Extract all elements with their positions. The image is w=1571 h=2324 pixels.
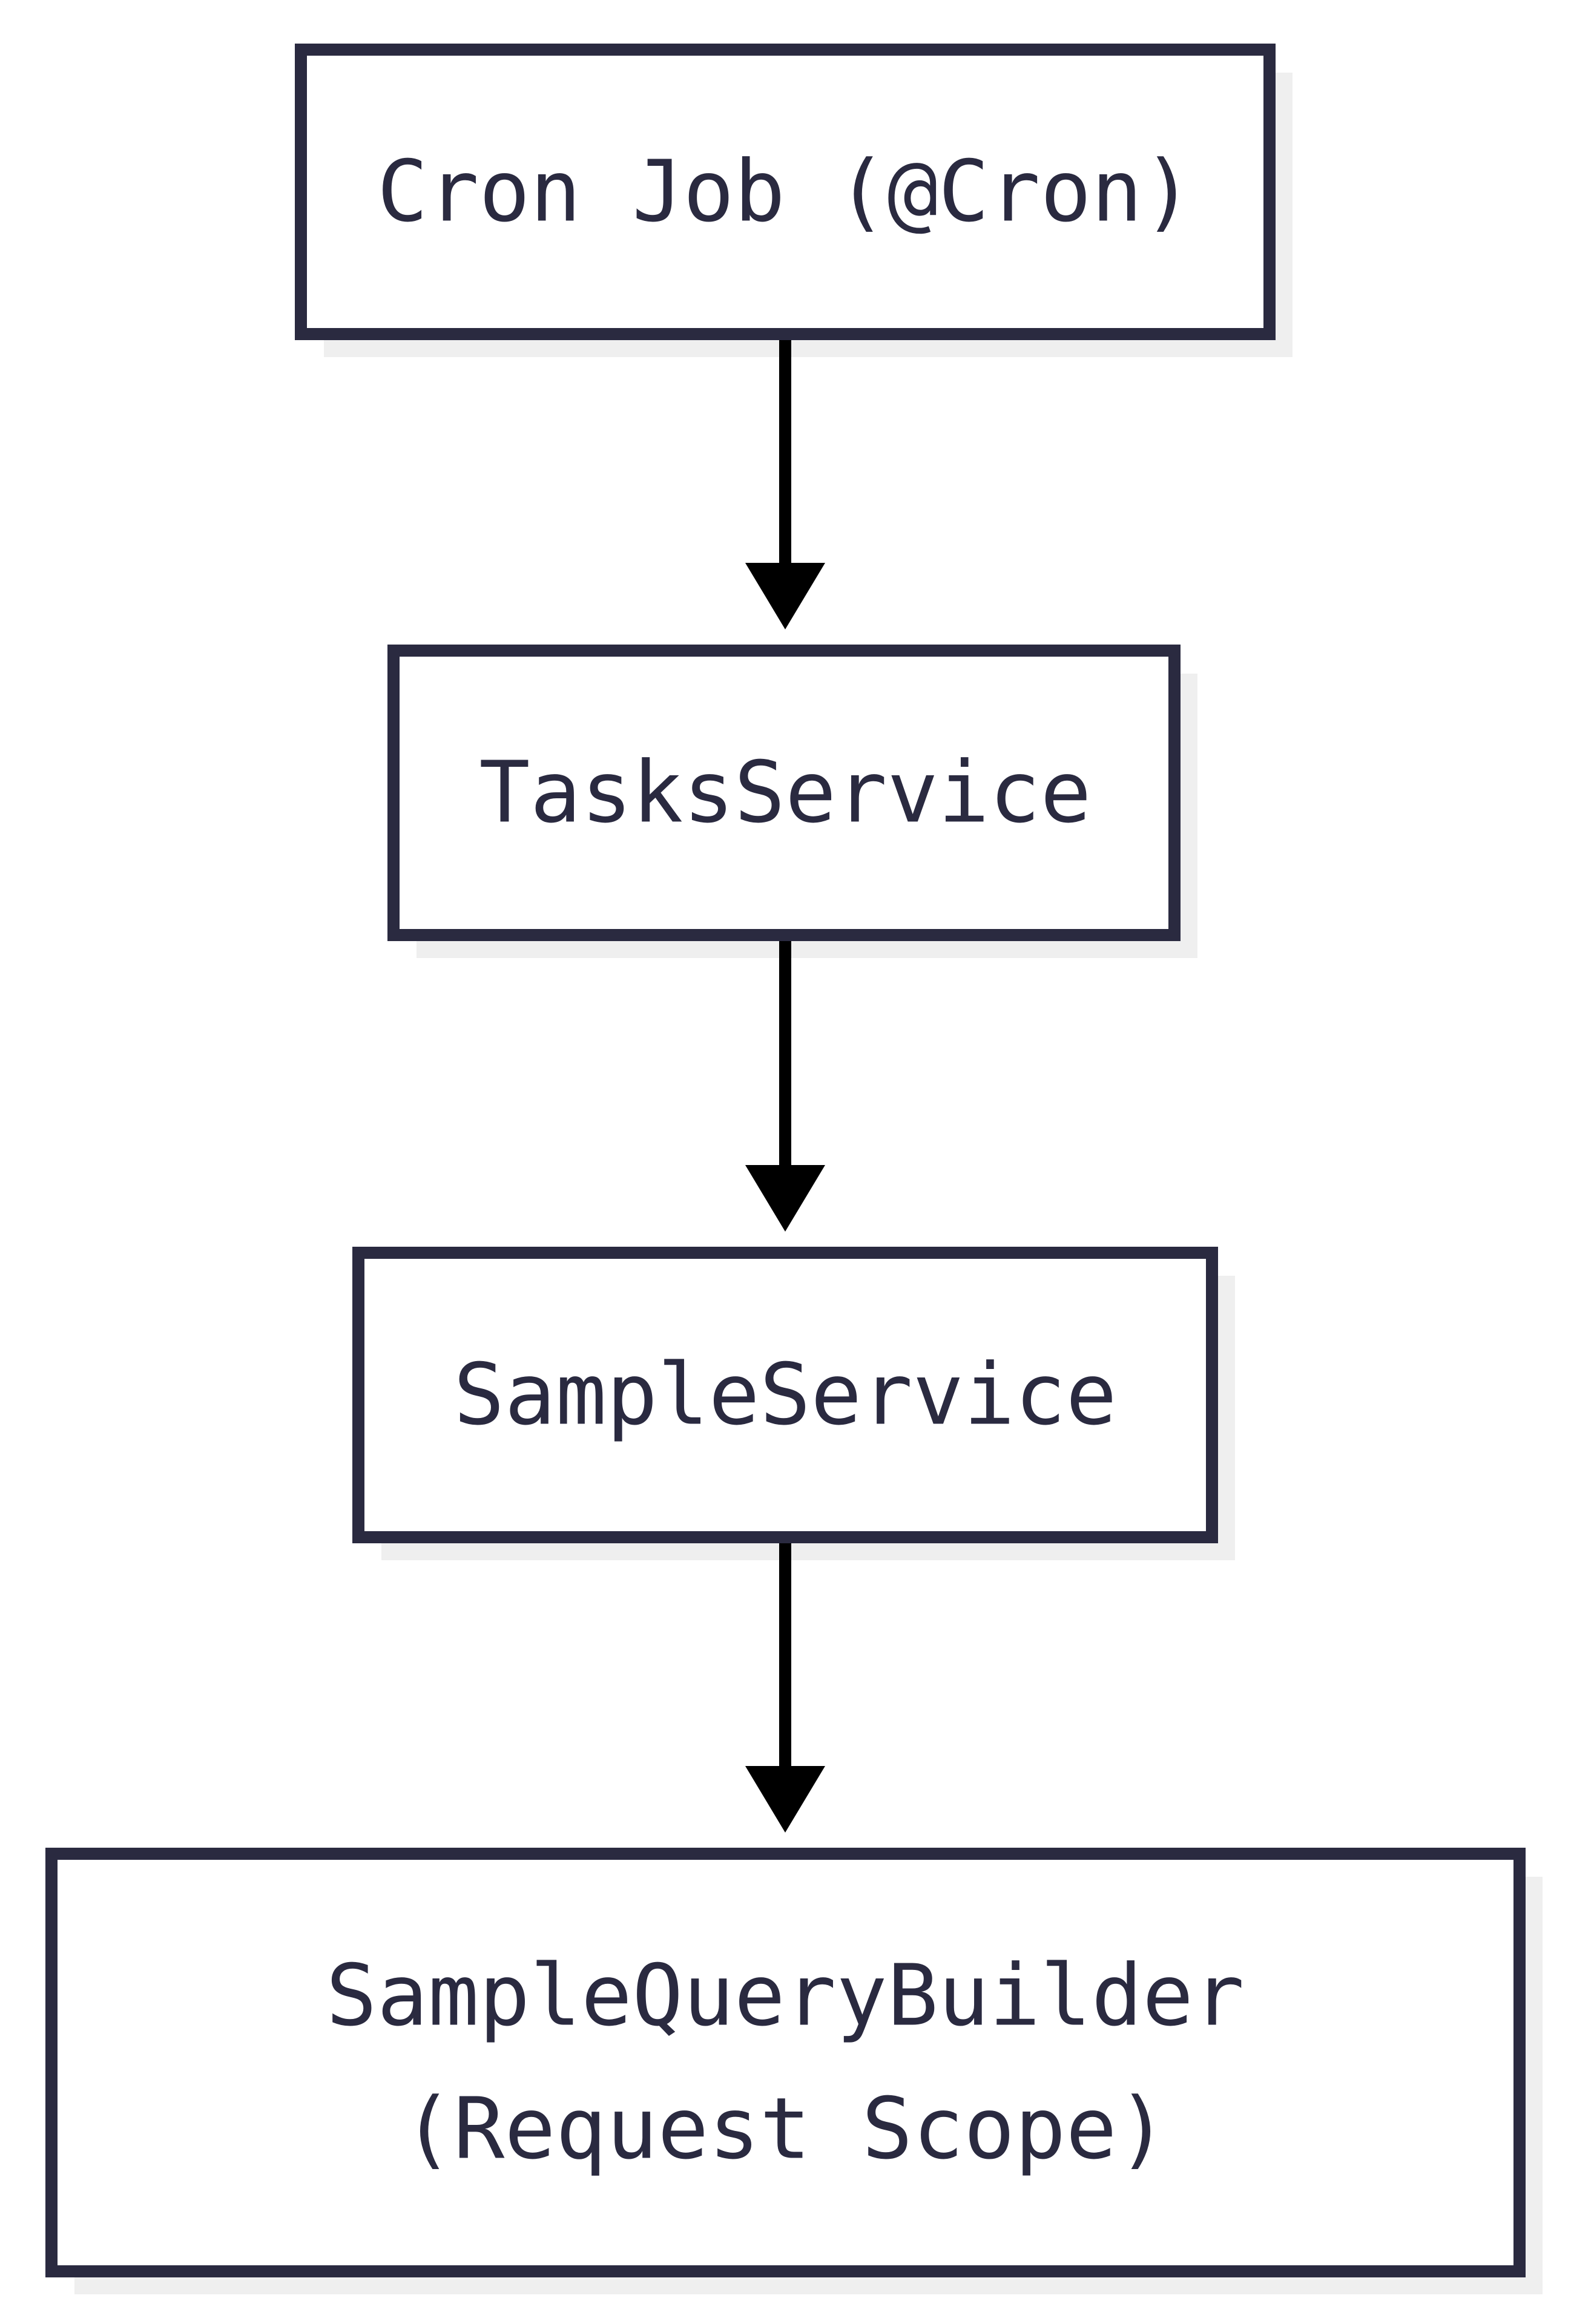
sample-service-box (352, 1247, 1218, 1543)
arrowhead-icon (745, 1766, 825, 1833)
sample-query-builder-node: SampleQueryBuilder (Request Scope) (45, 1848, 1526, 2277)
sample-query-builder-box (45, 1848, 1526, 2277)
arrowhead-icon (745, 1165, 825, 1232)
cron-job-box (295, 44, 1276, 340)
edge-arrow-3 (745, 1543, 825, 1833)
edge-arrow-2 (745, 941, 825, 1232)
sample-query-builder-label-line-1: (Request Scope) (403, 2080, 1168, 2179)
cron-job-node: Cron Job (@Cron) (295, 44, 1276, 340)
cron-job-label-line-0: Cron Job (@Cron) (377, 143, 1194, 241)
tasks-service-box (387, 645, 1181, 941)
tasks-service-node: TasksService (387, 645, 1181, 941)
edge-arrow-1 (745, 340, 825, 629)
sample-query-builder-label-line-0: SampleQueryBuilder (326, 1947, 1244, 2046)
arrowhead-icon (745, 563, 825, 629)
sample-service-node: SampleService (352, 1247, 1218, 1543)
tasks-service-label-line-0: TasksService (479, 744, 1091, 842)
sample-service-label-line-0: SampleService (453, 1346, 1117, 1445)
